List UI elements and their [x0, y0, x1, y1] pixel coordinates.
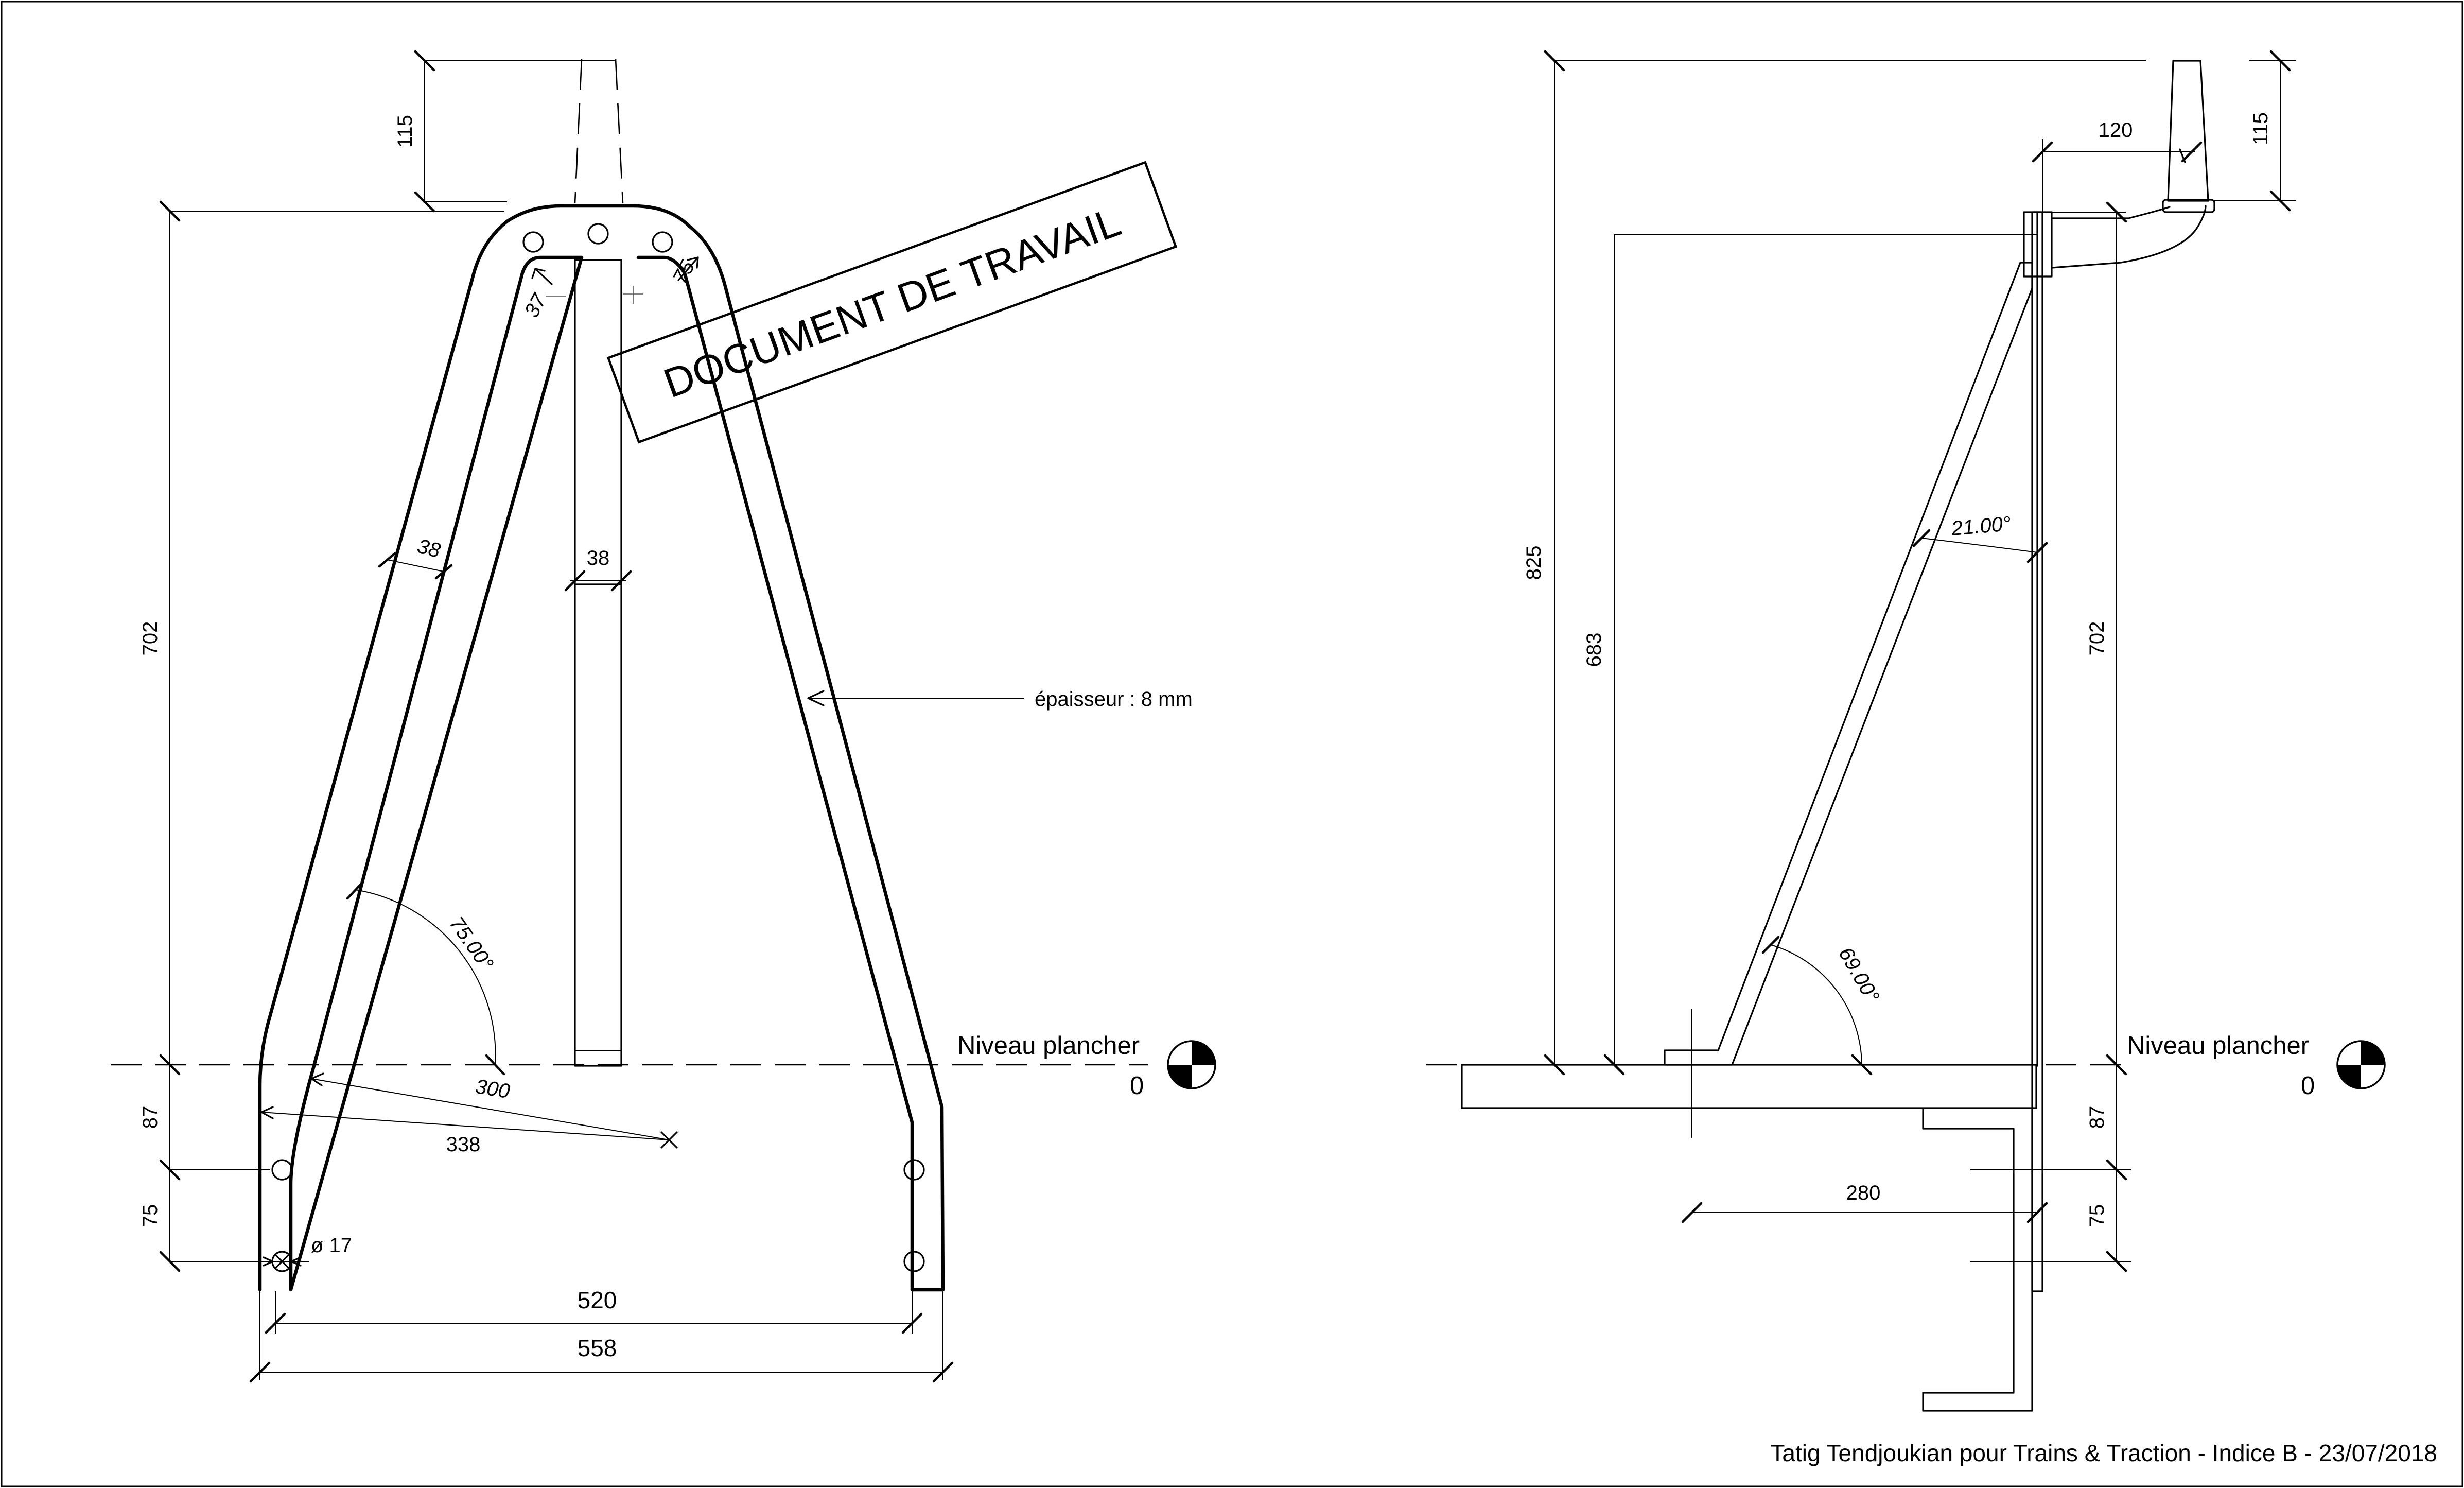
side-gooseneck-arm — [2051, 205, 2207, 269]
top-hole-center — [587, 223, 609, 245]
floor-level-value: 0 — [2301, 1072, 2315, 1100]
front-spigot — [574, 59, 624, 204]
right-foot-hole-upper — [903, 1159, 925, 1181]
dim-115-side: 115 — [2213, 50, 2296, 212]
dim-label: 702 — [139, 621, 162, 656]
dim-tube-38-post: 38 — [564, 547, 632, 592]
side-view: 825 683 702 87 75 115 — [1426, 50, 2386, 1412]
central-post — [574, 259, 622, 1067]
dim-label: 825 — [1523, 546, 1545, 580]
dim-label: 87 — [2086, 1106, 2108, 1129]
dim-825: 825 — [1523, 50, 2146, 1076]
dim-label: 115 — [394, 115, 416, 148]
floor-level-value: 0 — [1130, 1072, 1144, 1100]
dim-tube-38-leg: 38 — [378, 535, 453, 580]
thickness-note: épaisseur : 8 mm — [807, 688, 1193, 711]
dim-label: 683 — [1583, 633, 1605, 667]
dim-115-front: 115 — [394, 50, 582, 213]
dim-angle-75: 75.00° — [346, 880, 505, 1076]
dim-702-side: 702 87 75 — [2051, 201, 2127, 1272]
dim-label: 558 — [578, 1335, 617, 1361]
side-spigot — [2167, 60, 2209, 202]
dim-label: 75 — [139, 1204, 162, 1227]
dim-label: 702 — [2086, 621, 2108, 656]
dim-280: 280 — [1681, 1182, 2048, 1223]
dim-angle-69: 69.00° — [1761, 936, 1883, 1076]
side-strut — [1664, 262, 2033, 1066]
dim-label: 75 — [2086, 1204, 2108, 1227]
dim-label: ø 17 — [311, 1234, 352, 1257]
dim-angle-21: 21.00° — [1912, 512, 2048, 563]
dim-widths: 520 558 — [249, 1287, 954, 1383]
dim-label: 280 — [1846, 1182, 1881, 1204]
dim-120: 120 — [2032, 119, 2203, 212]
top-hole-right — [652, 231, 673, 253]
dim-702-front: 702 — [139, 200, 504, 1076]
side-spigot-collar — [2162, 199, 2215, 213]
thickness-label: épaisseur : 8 mm — [1035, 688, 1193, 711]
dim-radii-top: 37 75 — [520, 256, 700, 321]
top-hole-left — [522, 231, 544, 253]
dim-label: 115 — [2249, 112, 2272, 145]
dim-label: 300 — [474, 1075, 512, 1103]
dim-label: 21.00° — [1950, 512, 2012, 540]
left-foot-hole-upper — [271, 1159, 293, 1181]
side-lower-bracket — [1922, 1107, 2033, 1412]
floor-level-label: Niveau plancher — [2127, 1032, 2309, 1060]
dim-label: 38 — [415, 535, 443, 563]
dim-hole-diameter: ø 17 — [242, 1234, 352, 1267]
dim-label: 120 — [2099, 119, 2133, 142]
dim-683: 683 — [1583, 234, 2038, 1076]
floor-level-label: Niveau plancher — [957, 1032, 1140, 1060]
dim-label: 37 — [520, 289, 552, 321]
right-foot-hole-lower — [903, 1251, 925, 1272]
dim-label: 520 — [578, 1287, 617, 1313]
floor-level-marker-right: Niveau plancher 0 — [2127, 1032, 2386, 1100]
dim-label: 38 — [587, 547, 610, 569]
footer-credit: Tatig Tendjoukian pour Trains & Traction… — [1770, 1440, 2437, 1466]
side-floor-platform — [1461, 1064, 2037, 1109]
dim-label: 87 — [139, 1106, 162, 1129]
dim-label: 338 — [446, 1133, 481, 1156]
dim-below-floor-front: 87 75 — [139, 1065, 270, 1272]
side-top-plate — [2023, 211, 2053, 278]
floor-level-marker-left: Niveau plancher 0 — [957, 1032, 1216, 1100]
dim-radius-300-338: 300 338 — [260, 1072, 678, 1156]
